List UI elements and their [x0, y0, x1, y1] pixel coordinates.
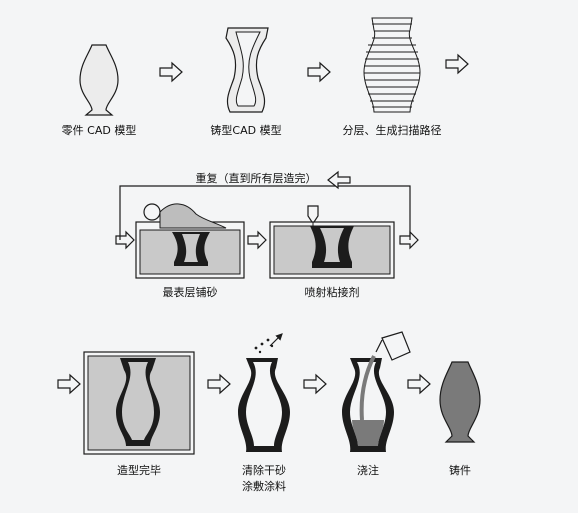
- sand-box-1: [135, 203, 245, 279]
- sand-box-2: [269, 205, 395, 279]
- sliced-layers-icon: [363, 17, 421, 113]
- flow-arrow-6-icon: [399, 230, 419, 250]
- label-clean-coat-2: 涂敷涂料: [242, 480, 286, 493]
- label-slice-path: 分层、生成扫描路径: [342, 124, 442, 137]
- label-spray-binder: 喷射粘接剂: [304, 286, 360, 299]
- label-repeat: 重复（直到所有层造完）: [195, 172, 317, 185]
- casting-vase-icon: [439, 361, 481, 443]
- flow-arrow-10-icon: [407, 373, 431, 395]
- cleaned-mold-shell: [238, 333, 290, 452]
- label-mold-cad: 铸型CAD 模型: [210, 124, 282, 137]
- repeat-loop-line: [119, 185, 411, 240]
- flow-arrow-2-icon: [307, 61, 331, 83]
- flow-arrow-8-icon: [207, 373, 231, 395]
- flow-arrow-3-icon: [445, 53, 469, 75]
- flow-arrow-7-icon: [57, 373, 81, 395]
- pouring-mold: [342, 331, 411, 452]
- flow-arrow-4-icon: [115, 230, 135, 250]
- flow-arrow-5-icon: [247, 230, 267, 250]
- label-clean-coat-1: 清除干砂: [242, 464, 286, 477]
- completed-mold-box: [83, 351, 195, 455]
- flow-arrow-1-icon: [159, 61, 183, 83]
- flow-arrow-9-icon: [303, 373, 327, 395]
- label-spread-sand: 最表层铺砂: [162, 286, 218, 299]
- label-mold-done: 造型完毕: [117, 464, 161, 477]
- label-pouring: 浇注: [357, 464, 379, 477]
- part-cad-vase-icon: [79, 44, 119, 116]
- label-part-cad: 零件 CAD 模型: [61, 124, 137, 137]
- label-casting: 铸件: [449, 464, 471, 477]
- mold-cad-icon: [225, 27, 269, 113]
- repeat-arrow-icon: [327, 170, 351, 190]
